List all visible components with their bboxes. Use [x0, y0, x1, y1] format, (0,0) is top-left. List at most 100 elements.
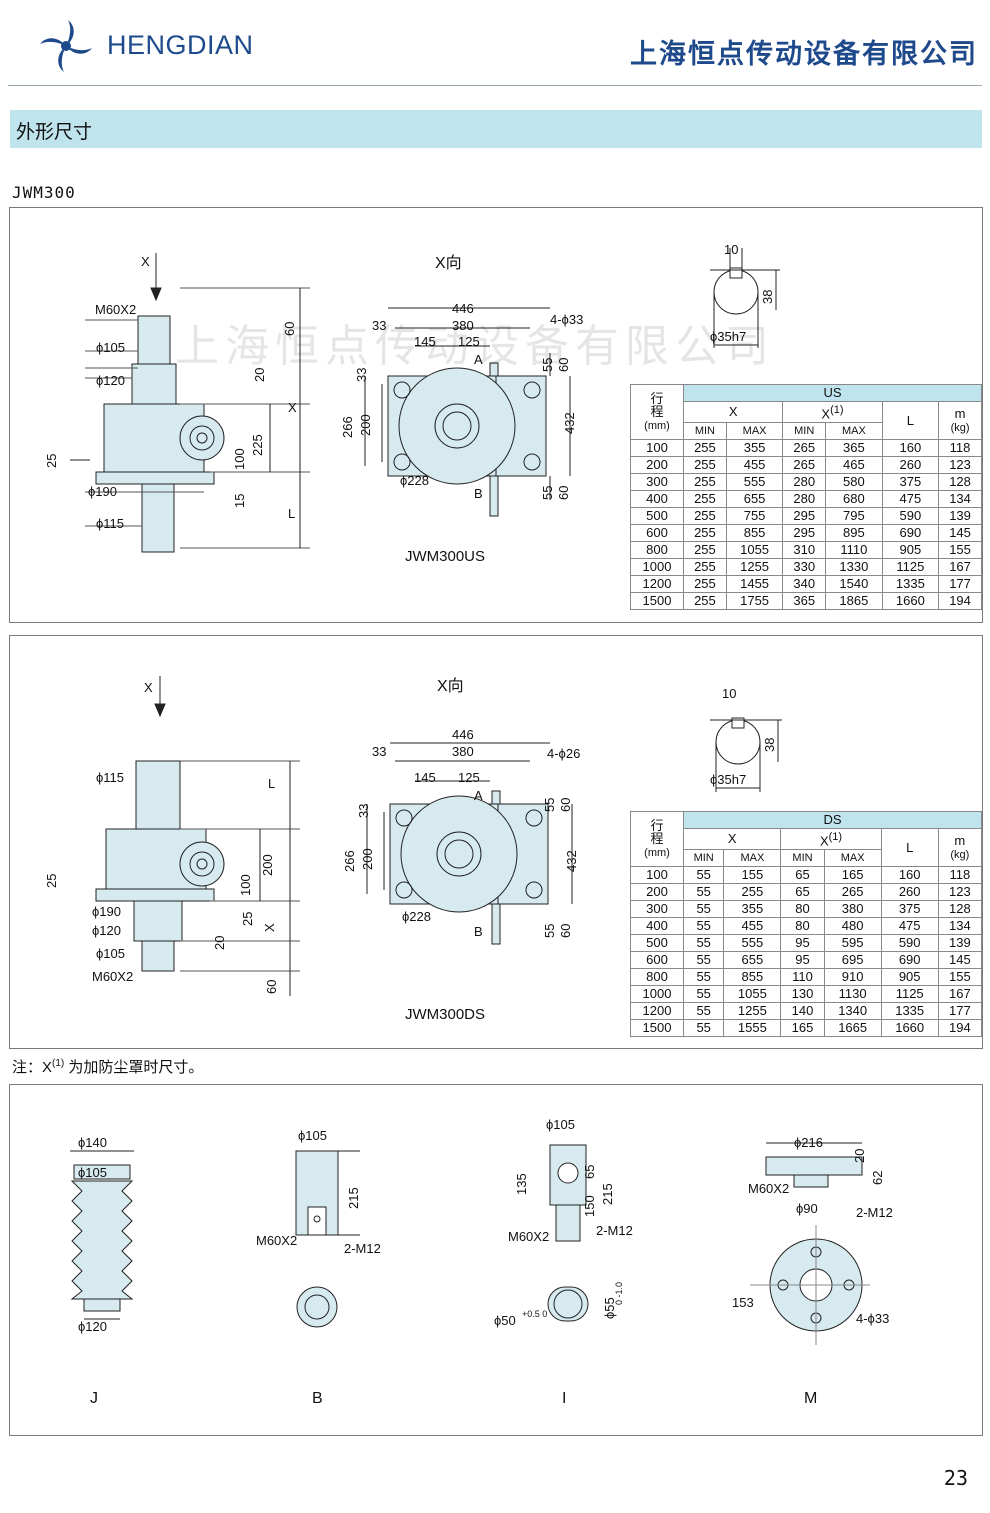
x1-header: X(1) — [782, 400, 883, 424]
dim-d115: ϕ115 — [96, 516, 124, 531]
b-d105: ϕ105 — [298, 1128, 327, 1143]
table-cell: 95 — [780, 951, 825, 970]
accessories-drawing: ϕ140 ϕ105 ϕ120 J ϕ105 215 M60X2 2-M12 B … — [70, 1117, 893, 1407]
dim-d120: ϕ120 — [92, 923, 121, 938]
dim-h200: 200 — [360, 848, 375, 870]
table-cell: 910 — [823, 968, 882, 987]
x-header: X — [682, 400, 784, 424]
m-m60: M60X2 — [748, 1181, 789, 1196]
section-band: 外形尺寸 — [10, 110, 982, 148]
dim-hx: X — [288, 400, 297, 415]
company-name: 上海恒点传动设备有限公司 — [630, 39, 978, 70]
header-divider — [8, 85, 982, 86]
table-cell: 600 — [630, 951, 684, 970]
table-cell: 145 — [938, 524, 982, 543]
view-label: X向 — [435, 254, 462, 272]
table-cell: 365 — [782, 592, 827, 611]
table-cell: 1455 — [725, 575, 784, 594]
table-cell: 455 — [723, 917, 782, 936]
table-cell: 260 — [880, 883, 939, 902]
group-header: DS — [683, 811, 982, 829]
table-cell: 580 — [825, 473, 883, 492]
table-cell: 123 — [937, 883, 983, 902]
table-cell: 680 — [825, 490, 883, 509]
table-cell: 280 — [782, 473, 827, 492]
table-cell: 295 — [782, 507, 827, 526]
i-h150: 150 — [582, 1195, 597, 1217]
label-m: M — [804, 1390, 817, 1407]
gearbox-base — [95, 471, 215, 485]
table-cell: 265 — [782, 456, 827, 475]
table-cell: 1130 — [823, 985, 882, 1004]
table-cell: 140 — [780, 1002, 825, 1021]
label-i: I — [562, 1390, 566, 1407]
table-cell: 155 — [938, 541, 982, 560]
flange-m — [765, 1156, 863, 1176]
table-cell: 355 — [725, 439, 784, 458]
input-flange — [179, 841, 225, 887]
table-cell: 177 — [938, 575, 982, 594]
table-cell: 145 — [937, 951, 983, 970]
table-cell: 555 — [725, 473, 784, 492]
dim-h55b: 55 — [540, 486, 555, 500]
table-cell: 55 — [682, 1019, 725, 1038]
footnote: 注：X(1) 为加防尘罩时尺寸。 — [12, 1058, 204, 1076]
dim-h25b: 25 — [240, 912, 255, 926]
table-cell: 200 — [630, 883, 684, 902]
table-cell: 375 — [881, 473, 940, 492]
table-cell: 123 — [938, 456, 982, 475]
table-cell: 255 — [683, 541, 727, 560]
dim-d228: ϕ228 — [400, 473, 429, 488]
dim-k38: 38 — [762, 738, 777, 752]
table-cell: 165 — [780, 1019, 825, 1038]
jwm300ds-drawing: X ϕ115 L 200 100 25 25 X ϕ190 ϕ120 20 ϕ1… — [44, 676, 782, 1023]
us-spec-table: 行程(mm) US X X(1) L m(kg) MIN MAX MIN MAX… — [630, 383, 982, 611]
dim-h60a: 60 — [556, 358, 571, 372]
dim-h15: 15 — [232, 494, 247, 508]
dim-k10: 10 — [722, 686, 736, 701]
b-m60: M60X2 — [256, 1233, 297, 1248]
table-cell: 280 — [782, 490, 827, 509]
stroke-header: 行程(mm) — [630, 810, 684, 868]
table-cell: 55 — [682, 934, 725, 953]
label-j: J — [90, 1390, 98, 1407]
max-header: MAX — [823, 849, 882, 868]
table-cell: 1125 — [880, 985, 939, 1004]
min-header: MIN — [683, 422, 727, 441]
dim-h25a: 25 — [44, 874, 59, 888]
m-d90: ϕ90 — [796, 1201, 818, 1216]
table-cell: 160 — [880, 866, 939, 885]
table-cell: 690 — [881, 524, 940, 543]
table-cell: 255 — [683, 592, 727, 611]
dim-h100: 100 — [238, 874, 253, 896]
table-cell: 55 — [682, 985, 725, 1004]
table-cell: 1055 — [725, 541, 784, 560]
table-cell: 905 — [880, 968, 939, 987]
input-flange — [179, 415, 225, 461]
dim-h55b: 55 — [542, 924, 557, 938]
dim-w446: 446 — [452, 301, 474, 316]
dim-h20: 20 — [212, 936, 227, 950]
x-arrow-label: X — [144, 680, 153, 695]
table-cell: 155 — [937, 968, 983, 987]
table-cell: 265 — [823, 883, 882, 902]
dim-holes: 4-ϕ26 — [547, 746, 580, 761]
table-cell: 1110 — [825, 541, 883, 560]
l-header: L — [881, 400, 940, 441]
table-cell: 1200 — [630, 1002, 684, 1021]
dim-d190: ϕ190 — [88, 484, 117, 499]
table-cell: 1500 — [630, 1019, 684, 1038]
table-cell: 255 — [683, 439, 727, 458]
table-cell: 400 — [630, 917, 684, 936]
jwm300us-drawing: X M60X2 ϕ105 ϕ120 ϕ190 ϕ115 60 20 X 225 … — [44, 242, 780, 565]
x-arrow-head — [150, 287, 162, 302]
caption-jwm300us: JWM300US — [405, 548, 485, 565]
label-b: B — [474, 924, 483, 939]
table-cell: 1255 — [725, 558, 784, 577]
table-cell: 265 — [782, 439, 827, 458]
